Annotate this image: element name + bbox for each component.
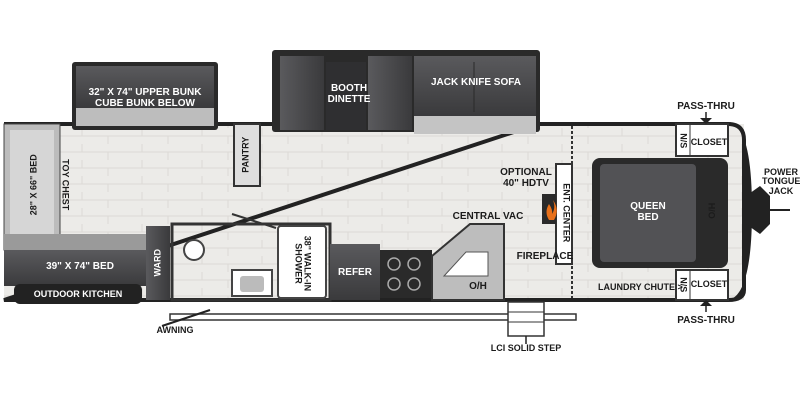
living-slide	[272, 50, 540, 134]
oh-label: O/H	[469, 281, 487, 292]
closet-top-label: CLOSET	[690, 137, 728, 147]
bed-39x74-label: 39" X 74" BED	[46, 261, 114, 272]
optional-hdtv-line1: OPTIONAL	[500, 167, 552, 178]
queen-bed-label: QUEEN BED	[618, 201, 678, 223]
upper-bunk-label: 32" X 74" UPPER BUNK CUBE BUNK BELOW	[86, 87, 204, 109]
closet-bottom-label: CLOSET	[690, 279, 728, 289]
upper-bunk-slide	[72, 62, 218, 130]
laundry-chute-label: LAUNDRY CHUTE >	[598, 282, 683, 292]
walk-in-shower-line1: 38" WALK-IN	[302, 235, 313, 292]
optional-hdtv-label: OPTIONAL 40" HDTV	[498, 167, 554, 189]
toy-chest-label: TOY CHEST	[60, 159, 71, 211]
power-tongue-jack-line2: TONGUE	[762, 176, 800, 187]
central-vac-label: CENTRAL VAC	[452, 211, 524, 222]
outdoor-kitchen-label: OUTDOOR KITCHEN	[33, 289, 123, 299]
pass-thru-arrows	[700, 112, 712, 312]
ns-top-label: N/S	[678, 133, 689, 149]
kitchen	[330, 223, 505, 301]
queen-bed-line2: BED	[637, 211, 659, 223]
walk-in-shower-label: 38" WALK-IN SHOWER	[293, 231, 312, 295]
awning-and-step	[161, 301, 577, 344]
pantry-label: PANTRY	[240, 136, 251, 173]
booth-dinette-line1: BOOTH	[330, 83, 368, 94]
booth-dinette-label: BOOTH DINETTE	[326, 83, 372, 105]
pantry-cabinet	[233, 123, 261, 187]
jack-knife-sofa-label: JACK KNIFE SOFA	[430, 77, 521, 88]
bedroom	[571, 123, 729, 301]
refer-label: REFER	[338, 267, 372, 278]
rear-bunk-area	[3, 123, 170, 304]
power-tongue-jack-line1: POWER	[763, 167, 798, 177]
headboard-label: H/O	[706, 202, 717, 219]
lci-solid-step-label: LCI SOLID STEP	[490, 343, 562, 353]
queen-bed-line1: QUEEN	[630, 201, 666, 212]
ward-label: WARD	[152, 248, 163, 277]
pass-thru-bottom-label: PASS-THRU	[677, 315, 735, 326]
power-tongue-jack-label: POWER TONGUE JACK	[762, 167, 800, 196]
power-tongue-jack-line3: JACK	[768, 185, 794, 196]
bed-28x66-label: 28" X 66" BED	[28, 154, 39, 216]
upper-bunk-line2: CUBE BUNK BELOW	[95, 97, 195, 109]
booth-dinette-line2: DINETTE	[327, 93, 371, 105]
pass-thru-top-label: PASS-THRU	[677, 101, 735, 112]
power-tongue-jack	[746, 186, 790, 234]
optional-hdtv-line2: 40" HDTV	[503, 177, 549, 189]
entertainment-center	[542, 163, 573, 265]
upper-bunk-line1: 32" X 74" UPPER BUNK	[88, 87, 202, 98]
walk-in-shower-line2: SHOWER	[293, 243, 303, 284]
bathroom	[170, 213, 332, 302]
ent-center-label: ENT. CENTER	[561, 183, 572, 243]
fireplace-label: FIREPLACE	[516, 251, 574, 262]
awning-label: AWNING	[156, 325, 194, 335]
